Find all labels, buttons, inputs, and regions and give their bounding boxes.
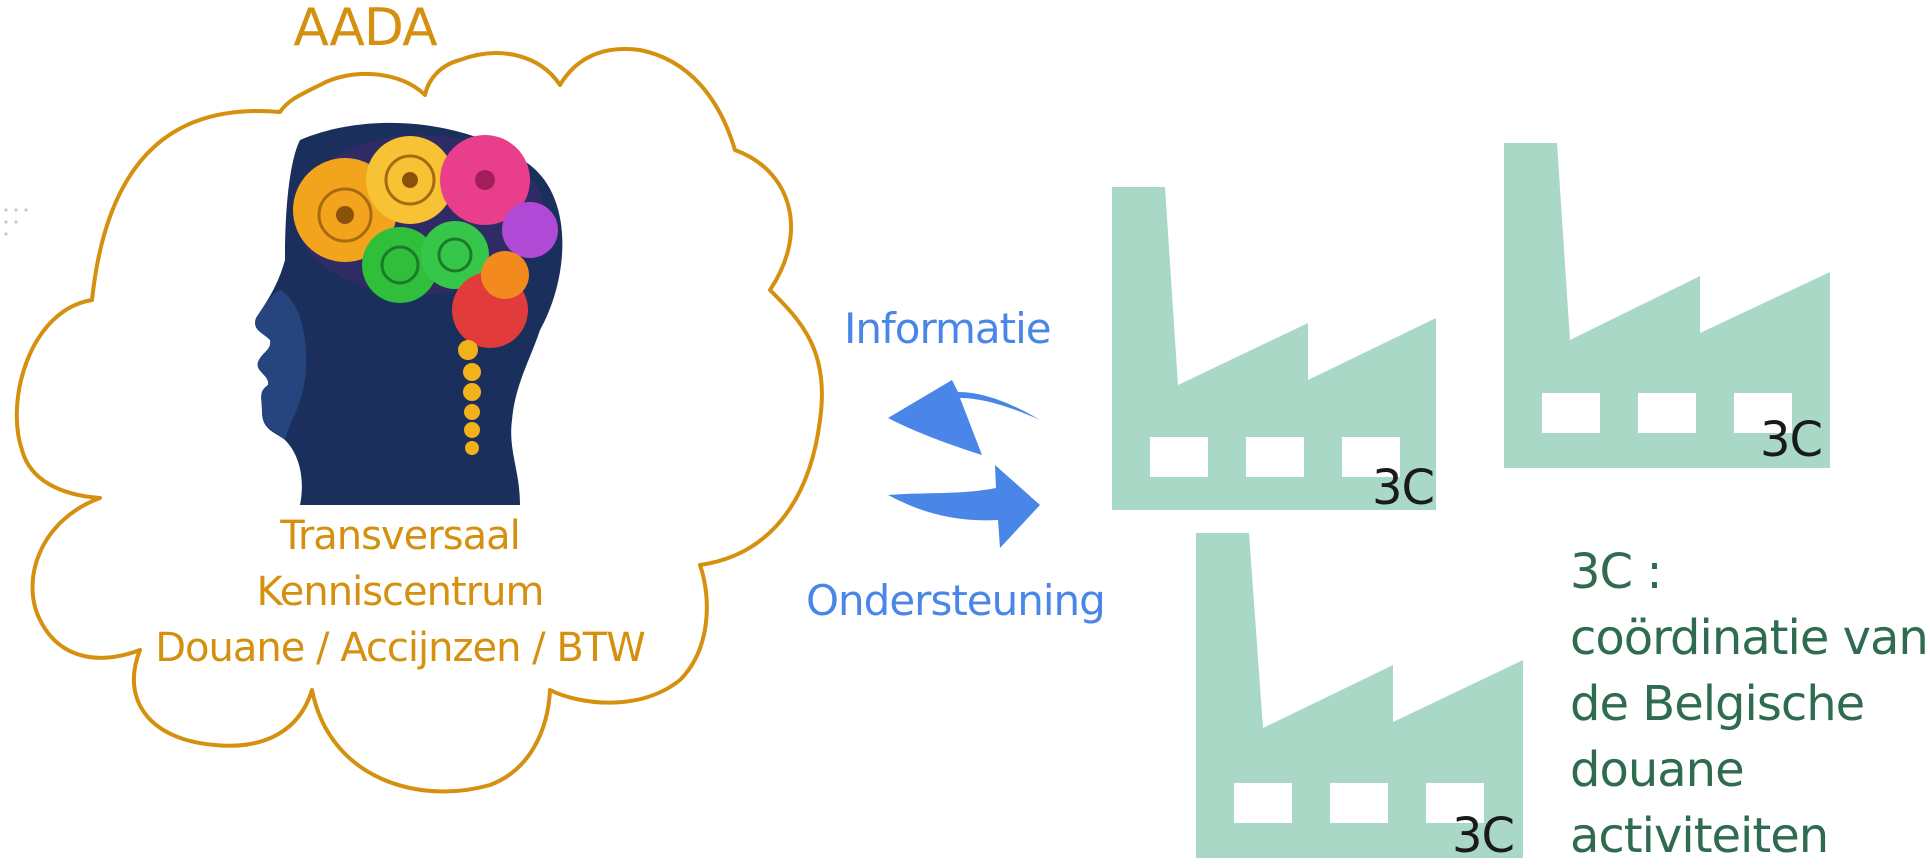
legend-line: de Belgische <box>1570 676 1865 732</box>
dotted-marks <box>4 208 28 236</box>
cloud-icon <box>14 47 824 794</box>
factory-icon <box>1504 143 1830 468</box>
legend-line: coördinatie van <box>1570 610 1929 666</box>
cloud-text-line: Transversaal <box>280 513 520 559</box>
support-label: Ondersteuning <box>806 576 1106 625</box>
factory-icon <box>1196 533 1523 858</box>
cloud-text-line: Kenniscentrum <box>256 569 545 615</box>
factory-tag: 3C <box>1760 412 1823 468</box>
legend-line: 3C : <box>1570 544 1662 600</box>
legend-line: douane <box>1570 742 1745 798</box>
factory-icon <box>1112 187 1436 510</box>
diagram-title: AADA <box>293 0 437 58</box>
cloud-text-line: Douane / Accijnzen / BTW <box>155 625 646 671</box>
legend-line: activiteiten <box>1570 808 1829 864</box>
information-label: Informatie <box>844 304 1052 353</box>
factory-tag: 3C <box>1372 460 1435 516</box>
arrow-right-icon <box>888 465 1040 548</box>
arrow-left-icon <box>888 380 1040 455</box>
factory-tag: 3C <box>1452 808 1515 864</box>
brain-gears-head-icon <box>255 122 563 506</box>
